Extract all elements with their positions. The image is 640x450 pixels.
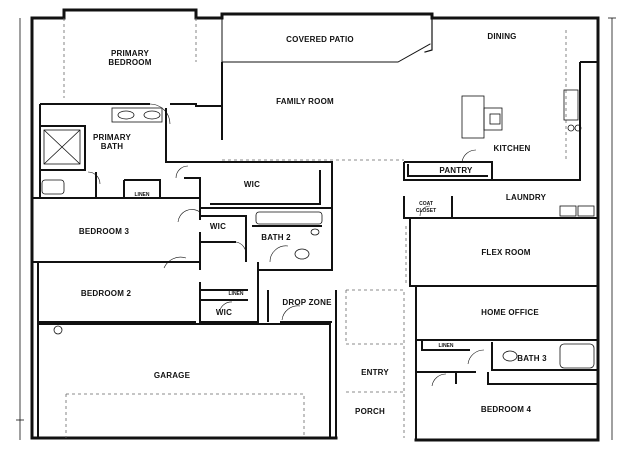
primary-bedroom-label: PRIMARY <box>111 49 149 58</box>
porch-label: PORCH <box>355 407 385 416</box>
dining-label: DINING <box>487 32 516 41</box>
kitchen-label: KITCHEN <box>494 144 531 153</box>
bath-2-label: BATH 2 <box>261 233 291 242</box>
dashed-boundaries <box>63 18 567 438</box>
primary-bedroom-label: BEDROOM <box>108 58 151 67</box>
fixtures <box>41 89 595 369</box>
pantry-label: PANTRY <box>439 166 473 175</box>
linen-label: LINEN <box>135 192 150 198</box>
wic-bedroom-2-label: WIC <box>216 308 232 317</box>
linen-label: LINEN <box>229 291 244 297</box>
covered-patio-label: COVERED PATIO <box>286 35 354 44</box>
wic-bedroom-3-label: WIC <box>210 222 226 231</box>
coat-closet-label: COAT <box>419 201 433 207</box>
garage-label: GARAGE <box>154 371 191 380</box>
bedroom-4-label: BEDROOM 4 <box>481 405 532 414</box>
bath-3-label: BATH 3 <box>517 354 547 363</box>
laundry-label: LAUNDRY <box>506 193 547 202</box>
primary-bath-label: BATH <box>101 142 123 151</box>
entry-label: ENTRY <box>361 368 389 377</box>
drop-zone-label: DROP ZONE <box>282 298 332 307</box>
wic-label: WIC <box>244 180 260 189</box>
door-swings <box>87 103 485 387</box>
coat-closet-label: CLOSET <box>416 208 436 214</box>
interior-walls <box>32 61 598 440</box>
home-office-label: HOME OFFICE <box>481 308 539 317</box>
bedroom-2-label: BEDROOM 2 <box>81 289 132 298</box>
linen-label: LINEN <box>439 343 454 349</box>
bedroom-3-label: BEDROOM 3 <box>79 227 130 236</box>
flex-room-label: FLEX ROOM <box>481 248 530 257</box>
room-labels: PRIMARY BEDROOM COVERED PATIO DINING FAM… <box>79 32 547 416</box>
family-room-label: FAMILY ROOM <box>276 97 334 106</box>
edge-ticks <box>16 17 616 440</box>
primary-bath-label: PRIMARY <box>93 133 131 142</box>
exterior-walls <box>30 8 600 442</box>
